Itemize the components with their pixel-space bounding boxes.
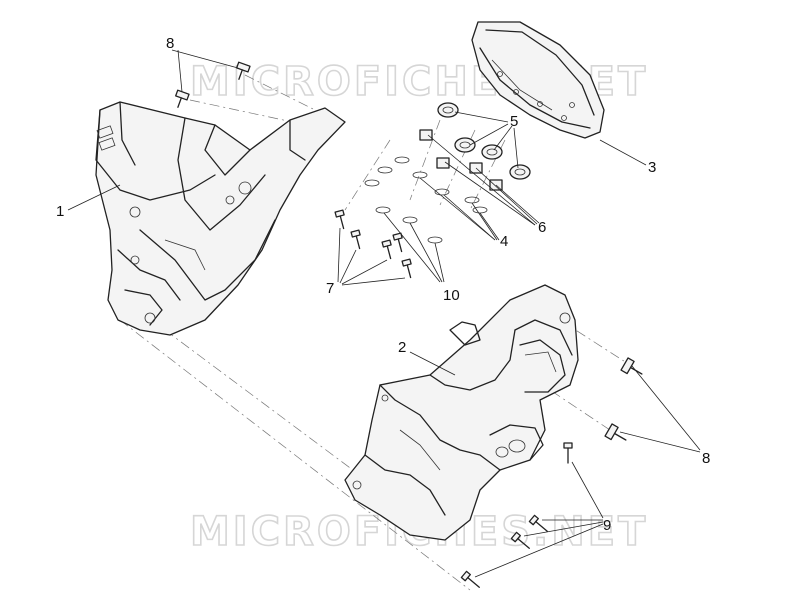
screw-set-9 xyxy=(460,442,573,588)
instrument-panel-part xyxy=(471,21,605,139)
callout-9: 9 xyxy=(603,517,611,534)
grommet-set xyxy=(437,102,531,180)
callout-10: 10 xyxy=(443,287,460,304)
callout-8-top: 8 xyxy=(166,35,174,52)
screw-set-8-right xyxy=(604,357,643,441)
callout-4: 4 xyxy=(500,233,508,250)
callout-6: 6 xyxy=(538,219,546,236)
screw-set-8-top xyxy=(175,61,251,108)
callout-8-right: 8 xyxy=(702,450,710,467)
washer-set xyxy=(364,156,488,244)
callout-1: 1 xyxy=(56,203,64,220)
callout-7: 7 xyxy=(326,280,334,297)
callout-2: 2 xyxy=(398,339,406,356)
callout-3: 3 xyxy=(648,159,656,176)
screw-set-7 xyxy=(334,209,412,279)
leader-lines xyxy=(67,49,701,578)
callout-5: 5 xyxy=(510,113,518,130)
left-cover-part xyxy=(95,101,346,336)
lower-cover-part xyxy=(344,284,579,541)
